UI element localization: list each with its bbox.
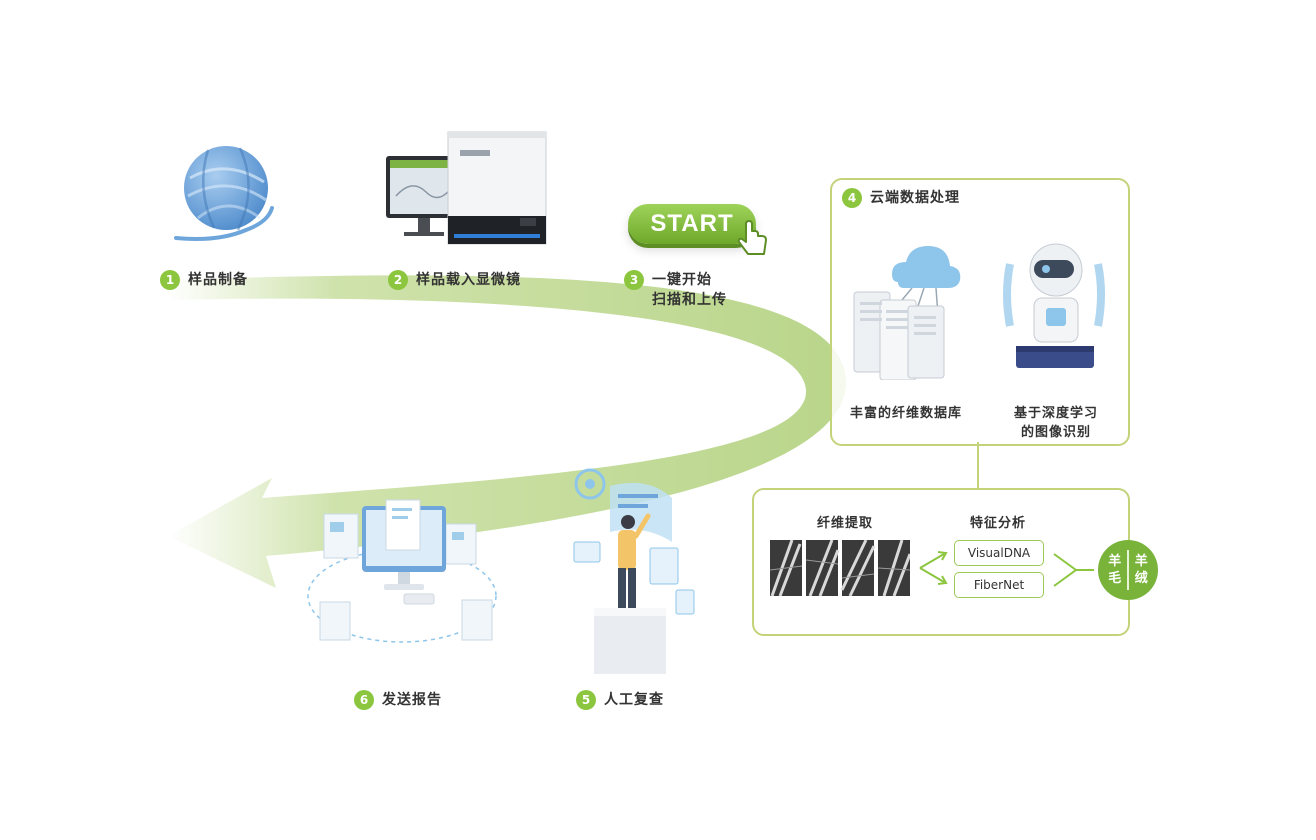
cloud-processing-panel xyxy=(830,178,1130,446)
yarn-ball-icon xyxy=(174,146,274,241)
hand-pointer-icon xyxy=(737,220,767,255)
send-report-icon xyxy=(307,499,497,643)
fiber-micrographs xyxy=(770,540,910,596)
visualdna-tag: VisualDNA xyxy=(954,540,1044,566)
result-wool: 羊 毛 xyxy=(1108,554,1122,586)
split-arrows-icon xyxy=(919,551,948,585)
recognition-caption: 基于深度学习 的图像识别 xyxy=(1013,406,1098,440)
database-caption: 丰富的纤维数据库 xyxy=(849,406,962,421)
step-number-badge: 3 xyxy=(624,270,644,290)
microscope-scanner-icon xyxy=(386,131,547,245)
step-1-sample-prep: 1 样品制备 xyxy=(160,270,248,290)
step-5-manual-review: 5 人工复查 xyxy=(576,690,664,710)
features-title: 特征分析 xyxy=(969,516,1026,531)
ai-robot-icon xyxy=(1003,243,1105,368)
step-number-badge: 1 xyxy=(160,270,180,290)
fibernet-tag: FiberNet xyxy=(954,572,1044,598)
step-number-badge: 5 xyxy=(576,690,596,710)
panel-connector xyxy=(977,442,979,490)
result-cashmere: 羊 绒 xyxy=(1134,554,1148,586)
result-divider xyxy=(1127,550,1129,590)
step-6-send-report: 6 发送报告 xyxy=(354,690,442,710)
manual-review-icon xyxy=(573,468,695,674)
step-number-badge: 4 xyxy=(842,188,862,208)
extraction-title: 纤维提取 xyxy=(816,516,873,531)
start-button[interactable]: START xyxy=(628,204,756,244)
step-4-cloud-processing: 4 云端数据处理 xyxy=(842,188,960,208)
cloud-server-icon xyxy=(853,246,961,380)
step-number-badge: 6 xyxy=(354,690,374,710)
step-3-scan-upload: 3 一键开始 扫描和上传 xyxy=(624,270,727,310)
result-classification: 羊 毛 羊 绒 xyxy=(1098,540,1158,600)
merge-arrows-icon xyxy=(1053,553,1094,587)
step-2-load-microscope: 2 样品载入显微镜 xyxy=(388,270,521,290)
step-number-badge: 2 xyxy=(388,270,408,290)
